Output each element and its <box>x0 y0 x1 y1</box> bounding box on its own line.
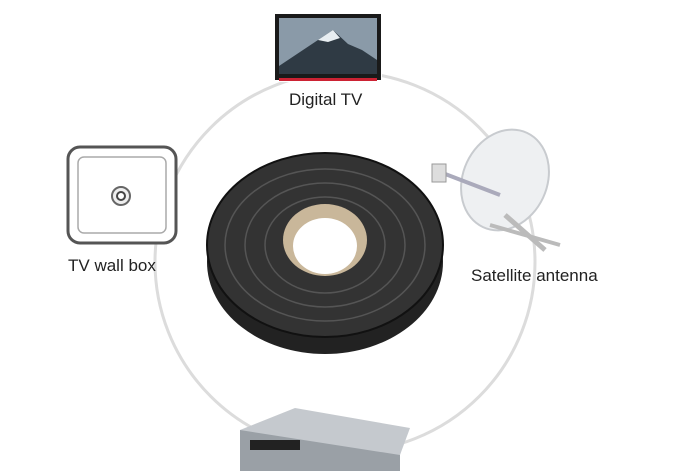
set-top-box-icon <box>240 408 410 471</box>
digital-tv-label: Digital TV <box>289 90 363 109</box>
coax-cable-coil <box>206 152 444 354</box>
wall-box-label: TV wall box <box>68 256 156 275</box>
digital-tv-icon <box>272 12 382 82</box>
wall-box-icon <box>66 145 178 245</box>
satellite-antenna-label: Satellite antenna <box>471 266 598 285</box>
satellite-dish-icon <box>431 128 561 252</box>
